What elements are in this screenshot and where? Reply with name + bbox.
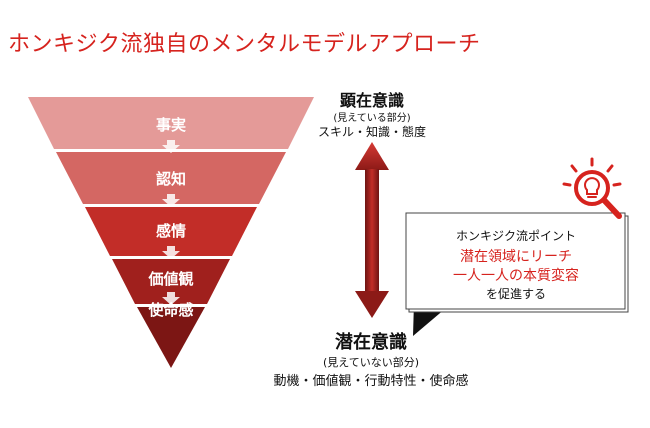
lightbulb-magnifier-icon <box>562 157 622 219</box>
explicit-items: スキル・知識・態度 <box>318 124 426 139</box>
down-arrow-icon <box>162 140 180 153</box>
pyramid-label-mission: 使命感 <box>147 301 193 319</box>
pyramid-label-cognition: 認知 <box>156 170 186 188</box>
pyramid: 事実 認知 感情 価値観 使命感 <box>28 97 314 368</box>
latent-items: 動機・価値観・行動特性・使命感 <box>273 373 468 389</box>
callout-line-4: を促進する <box>486 287 546 301</box>
explicit-consciousness: 顕在意識 (見えている部分) スキル・知識・態度 <box>318 91 426 139</box>
down-arrow-icon <box>162 246 180 259</box>
double-arrow-icon <box>355 142 389 318</box>
pyramid-layer-mission <box>137 307 205 368</box>
pyramid-label-emotion: 感情 <box>156 222 186 240</box>
pyramid-layer-emotion <box>85 207 257 256</box>
pyramid-layer-cognition <box>56 152 286 204</box>
latent-consciousness: 潜在意識 (見えていない部分) 動機・価値観・行動特性・使命感 <box>273 331 468 389</box>
explicit-sub: (見えている部分) <box>333 111 410 124</box>
page-title: ホンキジク流独自のメンタルモデルアプローチ <box>8 32 481 57</box>
explicit-heading: 顕在意識 <box>340 91 404 110</box>
callout-line-1: ホンキジク流ポイント <box>456 229 576 243</box>
down-arrow-icon <box>162 292 180 305</box>
callout: ホンキジク流ポイント 潜在領域にリーチ 一人一人の本質変容 を促進する <box>405 212 629 336</box>
pyramid-layer-fact <box>28 97 314 149</box>
callout-line-3: 一人一人の本質変容 <box>453 267 579 284</box>
pyramid-label-fact: 事実 <box>156 116 186 134</box>
pyramid-layer-values <box>112 259 230 304</box>
pyramid-label-values: 価値観 <box>147 270 193 288</box>
latent-sub: (見えていない部分) <box>323 355 419 369</box>
callout-line-2: 潜在領域にリーチ <box>460 248 572 265</box>
latent-heading: 潜在意識 <box>335 331 407 353</box>
down-arrow-icon <box>162 194 180 207</box>
